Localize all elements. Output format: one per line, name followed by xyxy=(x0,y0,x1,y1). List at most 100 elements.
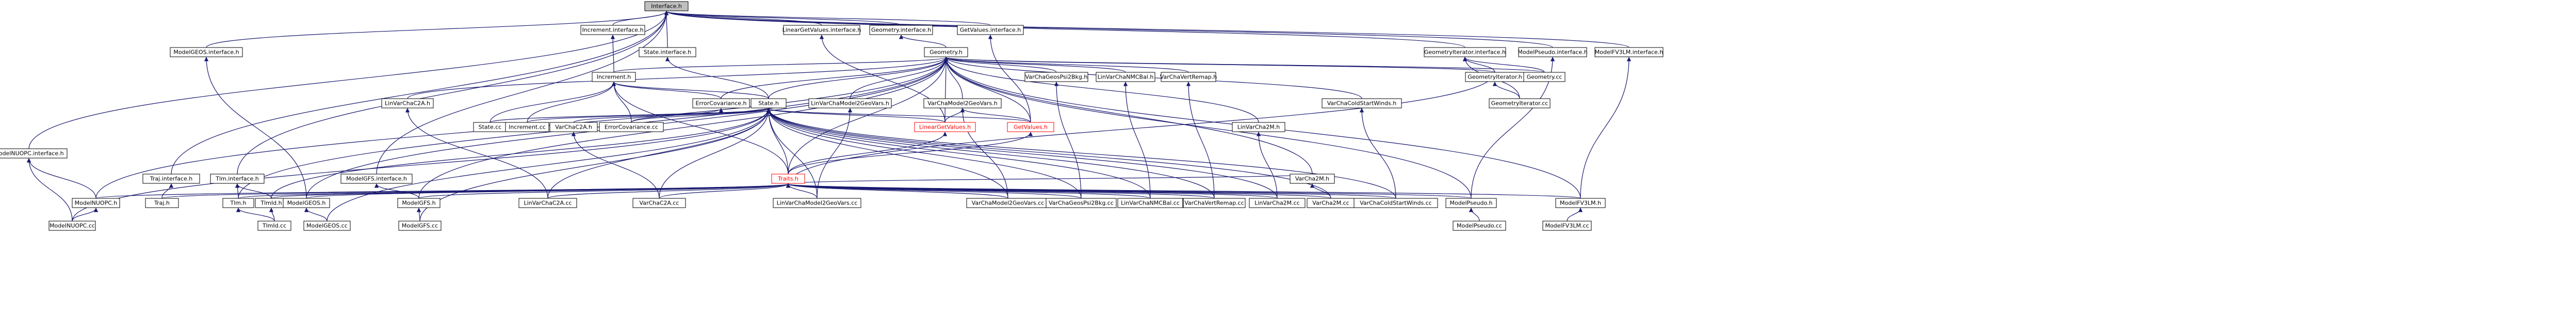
node-getvalues-interface-h[interactable]: GetValues.interface.h xyxy=(957,25,1024,35)
node-modelgfs-cc[interactable]: ModelGFS.cc xyxy=(398,221,442,231)
node-box xyxy=(1024,72,1088,82)
node-varchavertremap-h[interactable]: VarChaVertRemap.h xyxy=(1160,72,1217,82)
edge-modelgfs-h-to-traits-h xyxy=(418,183,790,199)
node-label: TlmId.cc xyxy=(262,223,286,229)
node-varchacoldstartwinds-cc[interactable]: VarChaColdStartWinds.cc xyxy=(1354,198,1438,208)
node-traits-h[interactable]: Traits.h xyxy=(771,174,805,184)
node-tlmid-h[interactable]: TlmId.h xyxy=(255,198,288,208)
node-label: Tlm.h xyxy=(230,200,247,207)
node-increment-interface-h[interactable]: Increment.interface.h xyxy=(580,25,645,35)
node-varchamodel2geovars-h[interactable]: VarChaModel2GeoVars.h xyxy=(923,98,1002,108)
node-box xyxy=(599,122,664,132)
node-traj-h[interactable]: Traj.h xyxy=(145,198,179,208)
node-state-interface-h[interactable]: State.interface.h xyxy=(639,47,696,57)
edge-varchamodel2geovars-cc-to-varchamodel2geovars-h xyxy=(960,108,1008,199)
node-tlmid-cc[interactable]: TlmId.cc xyxy=(257,221,291,231)
node-label: ModelGFS.cc xyxy=(402,223,438,229)
node-varcha2m-h[interactable]: VarCha2M.h xyxy=(1290,174,1335,184)
node-box xyxy=(283,198,330,208)
node-increment-cc[interactable]: Increment.cc xyxy=(505,122,549,132)
node-modelpseudo-interface-h[interactable]: ModelPseudo.interface.h xyxy=(1518,47,1588,57)
node-varchac2a-cc[interactable]: VarChaC2A.cc xyxy=(632,198,686,208)
edge-modelpseudo-h-to-modelpseudo-interface-h xyxy=(1471,57,1555,199)
node-geometry-h[interactable]: Geometry.h xyxy=(924,47,968,57)
node-linvarchamodel2geovars-h[interactable]: LinVarChaModel2GeoVars.h xyxy=(808,98,892,108)
node-getvalues-h[interactable]: GetValues.h xyxy=(1007,122,1054,132)
node-linvarchamodel2geovars-cc[interactable]: LinVarChaModel2GeoVars.cc xyxy=(773,198,861,208)
node-modelnuopc-cc[interactable]: ModelNUOPC.cc xyxy=(48,221,96,231)
edge-tlmid-cc-to-tlmid-h xyxy=(269,208,275,222)
edge-modelfv3lm-h-to-traits-h xyxy=(786,183,1581,199)
node-traj-interface-h[interactable]: Traj.interface.h xyxy=(142,174,200,184)
node-errorcovariance-h[interactable]: ErrorCovariance.h xyxy=(692,98,750,108)
node-modelfv3lm-h[interactable]: ModelFV3LM.h xyxy=(1555,198,1606,208)
node-linvarchanmcbal-cc[interactable]: LinVarChaNMCBal.cc xyxy=(1117,198,1183,208)
node-modelgeos-interface-h[interactable]: ModelGEOS.interface.h xyxy=(170,47,243,57)
node-varchac2a-h[interactable]: VarChaC2A.h xyxy=(549,122,598,132)
node-modelfv3lm-interface-h[interactable]: ModelFV3LM.interface.h xyxy=(1594,47,1664,57)
node-varchavertremap-cc[interactable]: VarChaVertRemap.cc xyxy=(1183,198,1246,208)
node-linvarchac2a-cc[interactable]: LinVarChaC2A.cc xyxy=(518,198,577,208)
edge-geometryiterator-interface-h-to-interface-h xyxy=(664,11,1465,48)
edge-geometryiterator-cc-to-geometryiterator-h xyxy=(1492,82,1520,99)
edge-linvarchamodel2geovars-h-to-geometry-h xyxy=(850,57,949,99)
node-box xyxy=(592,72,636,82)
node-tlm-h[interactable]: Tlm.h xyxy=(222,198,254,208)
node-linvarchac2a-h[interactable]: LinVarChaC2A.h xyxy=(381,98,434,108)
node-geometryiterator-interface-h[interactable]: GeometryIterator.interface.h xyxy=(1424,47,1506,57)
node-label: VarChaC2A.cc xyxy=(640,200,679,207)
node-modelgfs-h[interactable]: ModelGFS.h xyxy=(397,198,441,208)
node-modelfv3lm-cc[interactable]: ModelFV3LM.cc xyxy=(1542,221,1592,231)
edge-linvarchac2a-cc-to-state-h xyxy=(547,108,771,199)
node-increment-h[interactable]: Increment.h xyxy=(592,72,636,82)
node-geometry-cc[interactable]: Geometry.cc xyxy=(1523,72,1566,82)
edge-state-h-to-geometry-h xyxy=(768,57,949,99)
node-state-cc[interactable]: State.cc xyxy=(473,122,507,132)
edge-varchamodel2geovars-cc-to-state-h xyxy=(766,108,1008,199)
node-modelnuopc-interface-h[interactable]: ModelNUOPC.interface.h xyxy=(0,148,68,159)
edge-linvarchac2a-h-to-geometry-h xyxy=(407,57,948,99)
node-modelpseudo-h[interactable]: ModelPseudo.h xyxy=(1445,198,1497,208)
node-label: Traits.h xyxy=(777,176,798,182)
node-modelgfs-interface-h[interactable]: ModelGFS.interface.h xyxy=(340,174,413,184)
node-linvarcha2m-cc[interactable]: LinVarCha2M.cc xyxy=(1249,198,1306,208)
node-label: ModelNUOPC.h xyxy=(75,200,118,207)
node-interface-h[interactable]: Interface.h xyxy=(644,1,689,11)
node-label: Geometry.interface.h xyxy=(871,27,931,34)
node-box xyxy=(72,198,120,208)
node-linvarchanmcbal-h[interactable]: LinVarChaNMCBal.h xyxy=(1096,72,1155,82)
edge-geometry-cc-to-geometry-h xyxy=(944,57,1545,73)
node-state-h[interactable]: State.h xyxy=(751,98,787,108)
node-linvarcha2m-h[interactable]: LinVarCha2M.h xyxy=(1232,122,1285,132)
node-label: State.h xyxy=(758,100,779,107)
node-errorcovariance-cc[interactable]: ErrorCovariance.cc xyxy=(599,122,664,132)
node-varchamodel2geovars-cc[interactable]: VarChaModel2GeoVars.cc xyxy=(966,198,1050,208)
node-varchageosfd2bg-h[interactable]: VarChaGeosPsi2Bkg.h xyxy=(1024,72,1088,82)
node-modelgeos-h[interactable]: ModelGEOS.h xyxy=(283,198,330,208)
node-varchageospsi2bkg-cc[interactable]: VarChaGeosPsi2Bkg.cc xyxy=(1046,198,1117,208)
node-modelgeos-cc[interactable]: ModelGEOS.cc xyxy=(303,221,351,231)
node-modelnuopc-h[interactable]: ModelNUOPC.h xyxy=(72,198,120,208)
node-geometry-interface-h[interactable]: Geometry.interface.h xyxy=(869,25,933,35)
edge-varchageospsi2bkg-cc-to-varchageosfd2bg-h xyxy=(1054,82,1082,199)
node-lineargetvalues-interface-h[interactable]: LinearGetValues.interface.h xyxy=(782,25,861,35)
edge-varchamodel2geovars-cc-to-traits-h xyxy=(786,183,1008,199)
node-geometryiterator-cc[interactable]: GeometryIterator.cc xyxy=(1489,98,1551,108)
edge-modelpseudo-interface-h-to-interface-h xyxy=(664,11,1553,48)
node-tlm-interface-h[interactable]: Tlm.interface.h xyxy=(210,174,265,184)
edge-increment-h-to-geometry-h xyxy=(613,57,948,73)
node-varcha2m-cc[interactable]: VarCha2M.cc xyxy=(1307,198,1355,208)
node-box xyxy=(1354,198,1438,208)
edge-lineargetvalues-h-to-geometry-h xyxy=(943,57,949,123)
node-label: VarChaColdStartWinds.h xyxy=(1327,100,1397,107)
node-geometryiterator-h[interactable]: GeometryIterator.h xyxy=(1465,72,1525,82)
node-box xyxy=(1555,198,1606,208)
node-label: Tlm.interface.h xyxy=(215,176,259,182)
node-box xyxy=(1523,72,1566,82)
node-lineargetvalues-h[interactable]: LinearGetValues.h xyxy=(914,122,976,132)
edge-state-interface-h-to-interface-h xyxy=(664,11,669,48)
node-box xyxy=(1096,72,1155,82)
node-modelpseudo-cc[interactable]: ModelPseudo.cc xyxy=(1453,221,1506,231)
node-varchacoldstartwinds-h[interactable]: VarChaColdStartWinds.h xyxy=(1322,98,1402,108)
